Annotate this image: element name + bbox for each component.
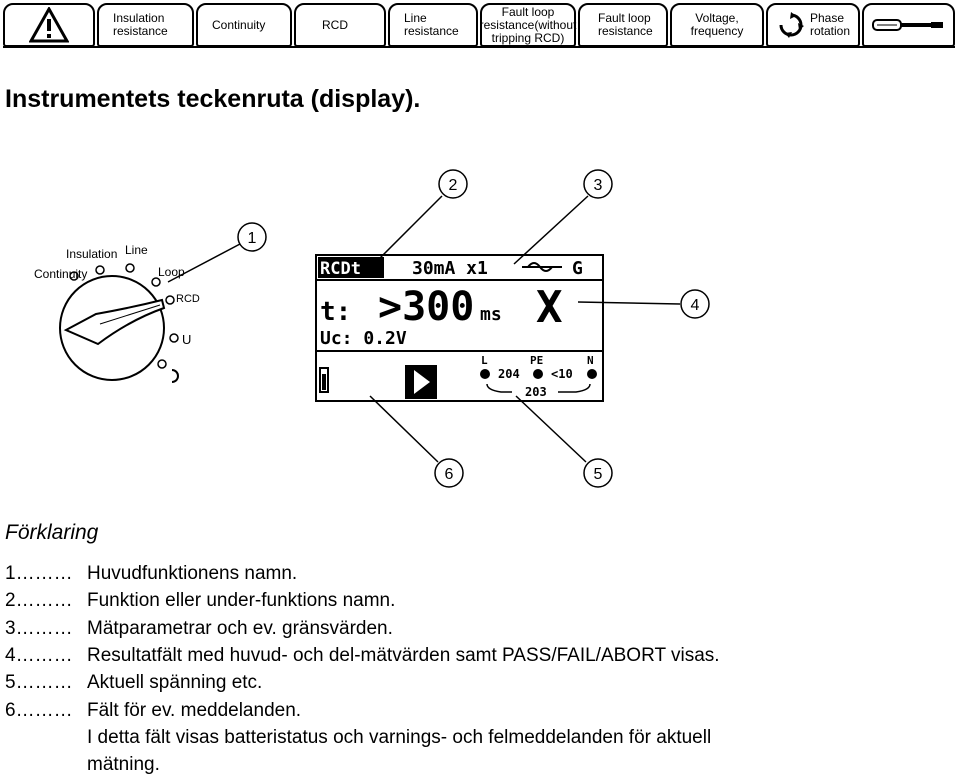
legend-text: Fält för ev. meddelanden. bbox=[87, 700, 302, 721]
tab-label: RCD bbox=[322, 17, 348, 32]
callout-3: 3 bbox=[594, 177, 603, 194]
page-title: Instrumentets teckenruta (display). bbox=[5, 85, 421, 113]
voltage-l-pe: 204 bbox=[498, 367, 520, 381]
tab-rcd[interactable]: RCD bbox=[294, 3, 386, 47]
tab-underline bbox=[3, 46, 955, 48]
callout-2: 2 bbox=[449, 177, 458, 194]
ac-waveform-icon bbox=[522, 262, 562, 272]
lcd-t-unit: ms bbox=[480, 304, 502, 325]
legend-number: 2……… bbox=[5, 590, 73, 611]
terminal-l: L bbox=[481, 354, 488, 367]
lcd-function-name: RCDt bbox=[320, 259, 361, 279]
rotary-dial: Insulation Line Continuity Loop RCD U bbox=[34, 243, 200, 383]
legend-text: Aktuell spänning etc. bbox=[87, 672, 263, 693]
tab-label: Continuity bbox=[212, 17, 266, 32]
tab-screwdriver[interactable] bbox=[862, 3, 955, 47]
lcd-params: 30mA x1 bbox=[412, 258, 488, 279]
tab-voltage-frequency[interactable]: Voltage, frequency bbox=[670, 3, 764, 47]
voltage-l-n: 203 bbox=[525, 385, 547, 399]
tab-continuity[interactable]: Continuity bbox=[196, 3, 292, 47]
lcd-display: RCDt 30mA x1 G t: >300 ms X Uc: 0.2V L P… bbox=[315, 254, 604, 402]
legend-text: Resultatfält med huvud- och del-mätvärde… bbox=[87, 645, 720, 666]
legend-number: 4……… bbox=[5, 645, 73, 666]
phase-rotation-icon bbox=[779, 12, 804, 38]
dial-label-continuity: Continuity bbox=[34, 267, 87, 281]
function-tab-bar: Insulation resistance Continuity RCD Lin… bbox=[3, 3, 955, 47]
tab-label: Fault loop resistance(without tripping R… bbox=[479, 4, 577, 45]
lcd-t-value: >300 bbox=[378, 284, 474, 330]
legend-number: 3……… bbox=[5, 618, 73, 639]
legend-item: 3……… Mätparametrar och ev. gränsvärden. bbox=[5, 618, 393, 640]
tab-label: Fault loop resistance bbox=[598, 11, 653, 38]
dial-label-loop: Loop bbox=[158, 265, 185, 279]
legend-continuation-2: mätning. bbox=[87, 754, 160, 775]
phase-rotation-icon bbox=[171, 369, 179, 383]
dial-label-u: U bbox=[182, 332, 191, 347]
tab-fault-loop-resistance[interactable]: Fault loop resistance bbox=[578, 3, 668, 47]
tab-fault-loop-without-tripping[interactable]: Fault loop resistance(without tripping R… bbox=[480, 3, 576, 47]
legend-text: Funktion eller under-funktions namn. bbox=[87, 590, 396, 611]
tab-phase-rotation[interactable]: Phase rotation bbox=[766, 3, 860, 47]
tab-label: Insulation resistance bbox=[113, 11, 168, 38]
legend-number: 1……… bbox=[5, 563, 73, 584]
callout-lines bbox=[167, 195, 681, 463]
legend-number: 5……… bbox=[5, 672, 73, 693]
terminal-n-dot bbox=[587, 369, 597, 379]
lcd-result: X bbox=[536, 282, 563, 333]
legend-text: Huvudfunktionens namn. bbox=[87, 563, 298, 584]
legend-title: Förklaring bbox=[5, 521, 99, 544]
warning-icon bbox=[29, 7, 69, 43]
terminal-l-dot bbox=[480, 369, 490, 379]
terminal-n: N bbox=[587, 354, 594, 367]
callout-circles bbox=[237, 169, 710, 488]
legend-item: 4……… Resultatfält med huvud- och del-mätv… bbox=[5, 645, 720, 667]
callout-1: 1 bbox=[248, 230, 257, 247]
legend-continuation: I detta fält visas batteristatus och var… bbox=[87, 727, 712, 748]
screwdriver-icon bbox=[871, 19, 943, 31]
legend-item: 6……… Fält för ev. meddelanden. bbox=[5, 700, 301, 722]
legend-text: Mätparametrar och ev. gränsvärden. bbox=[87, 618, 393, 639]
terminal-pe-dot bbox=[533, 369, 543, 379]
callout-6: 6 bbox=[445, 466, 454, 483]
lcd-t-label: t: bbox=[320, 297, 351, 327]
tab-label: Phase rotation bbox=[810, 11, 851, 38]
tab-warning[interactable] bbox=[3, 3, 95, 47]
callout-5: 5 bbox=[594, 466, 603, 483]
display-figure: Insulation Line Continuity Loop RCD U RC… bbox=[34, 169, 710, 488]
terminal-pe: PE bbox=[530, 354, 543, 367]
tab-label: Voltage, frequency bbox=[690, 11, 744, 38]
legend-item: 5……… Aktuell spänning etc. bbox=[5, 672, 262, 694]
dial-label-line: Line bbox=[125, 243, 148, 257]
tab-label: Line resistance bbox=[404, 11, 459, 38]
tab-insulation-resistance[interactable]: Insulation resistance bbox=[97, 3, 194, 47]
legend-number: 6……… bbox=[5, 700, 73, 721]
legend-item: 2……… Funktion eller under-funktions namn. bbox=[5, 590, 395, 612]
callout-numbers: 1 2 3 4 5 6 bbox=[248, 177, 700, 483]
callout-4: 4 bbox=[691, 297, 700, 314]
lcd-uc: Uc: 0.2V bbox=[320, 328, 407, 349]
tab-line-resistance[interactable]: Line resistance bbox=[388, 3, 478, 47]
dial-label-rcd: RCD bbox=[176, 293, 200, 305]
voltage-pe-n: <10 bbox=[551, 367, 573, 381]
dial-label-insulation: Insulation bbox=[66, 247, 117, 261]
lcd-g-label: G bbox=[572, 258, 583, 279]
legend-item: 1……… Huvudfunktionens namn. bbox=[5, 563, 297, 585]
